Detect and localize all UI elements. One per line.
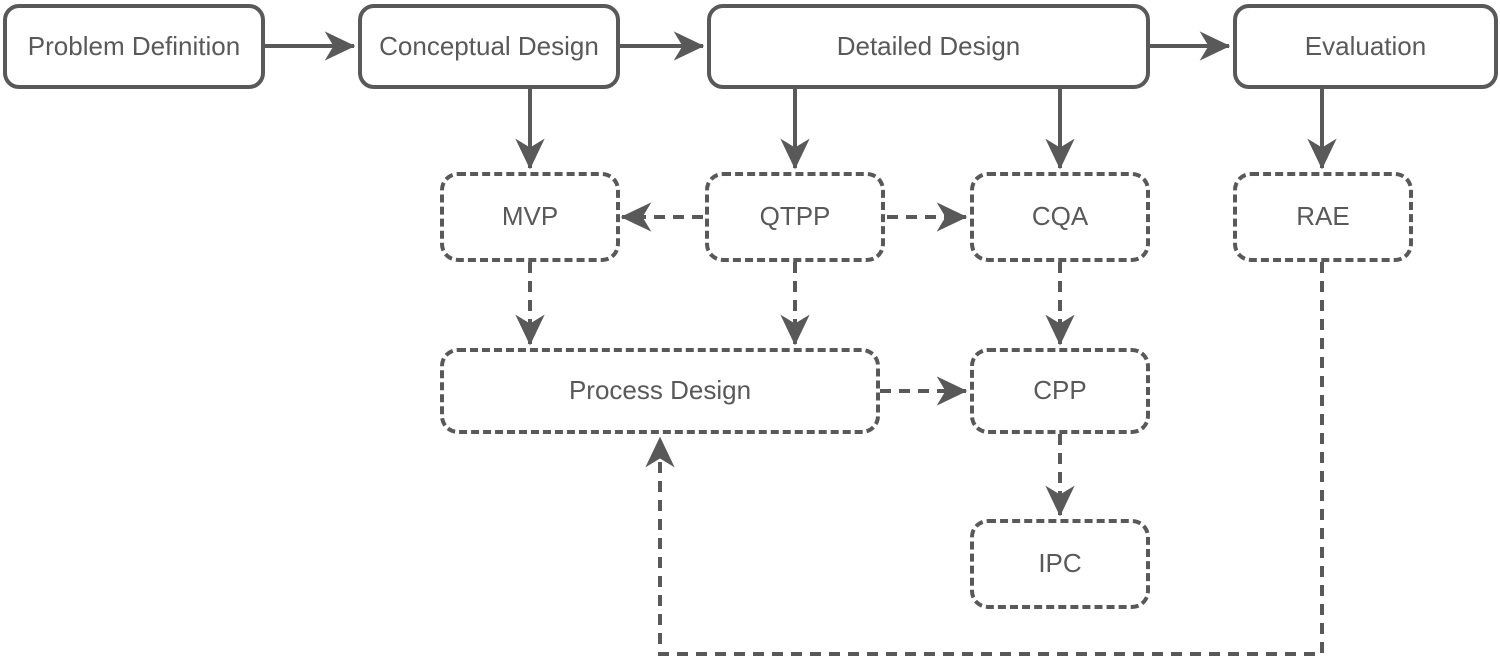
node-cpp: CPP xyxy=(970,348,1150,434)
node-qtpp-label: QTPP xyxy=(759,201,831,232)
node-rae: RAE xyxy=(1233,172,1413,262)
node-process-design: Process Design xyxy=(440,348,880,434)
node-problem-definition: Problem Definition xyxy=(3,4,265,89)
node-detailed-design: Detailed Design xyxy=(707,4,1150,89)
node-evaluation: Evaluation xyxy=(1233,4,1498,89)
node-cqa: CQA xyxy=(970,172,1150,262)
node-cpp-label: CPP xyxy=(1033,375,1087,406)
node-mvp: MVP xyxy=(440,172,620,262)
node-rae-label: RAE xyxy=(1296,201,1350,232)
node-conceptual-design: Conceptual Design xyxy=(358,4,620,89)
node-ipc: IPC xyxy=(970,519,1150,609)
node-detailed-design-label: Detailed Design xyxy=(836,30,1021,61)
node-conceptual-design-label: Conceptual Design xyxy=(379,30,599,61)
node-mvp-label: MVP xyxy=(501,201,559,232)
node-ipc-label: IPC xyxy=(1038,548,1082,579)
node-cqa-label: CQA xyxy=(1031,201,1089,232)
edge-rae-to-process-design xyxy=(645,262,1324,656)
node-evaluation-label: Evaluation xyxy=(1304,30,1427,61)
node-problem-definition-label: Problem Definition xyxy=(27,30,241,61)
node-process-design-label: Process Design xyxy=(568,375,752,406)
node-qtpp: QTPP xyxy=(705,172,885,262)
